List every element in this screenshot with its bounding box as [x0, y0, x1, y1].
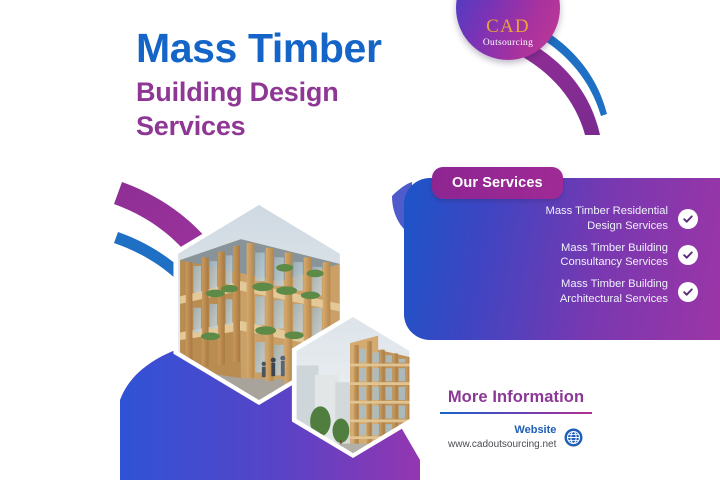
- headline-block: Mass Timber Building Design Services: [136, 26, 466, 143]
- headline-secondary-line2: Services: [136, 111, 246, 142]
- headline-secondary: Building Design Services: [136, 75, 466, 143]
- headline-primary: Mass Timber: [136, 25, 382, 71]
- service-item-label-line2: Design Services: [587, 219, 668, 232]
- contact-url[interactable]: www.cadoutsourcing.net: [448, 438, 557, 450]
- service-item-label-line1: Mass Timber Building: [561, 241, 668, 254]
- service-item-label: Mass Timber Building Architectural Servi…: [560, 277, 668, 307]
- contact-text: Website www.cadoutsourcing.net: [448, 424, 556, 451]
- service-item-label-line2: Architectural Services: [559, 292, 668, 305]
- service-item[interactable]: Mass Timber Building Consultancy Service…: [404, 241, 720, 271]
- service-item-label: Mass Timber Building Consultancy Service…: [560, 241, 668, 271]
- check-circle-icon: [678, 281, 698, 302]
- globe-icon[interactable]: [564, 428, 583, 447]
- service-item-label-line2: Consultancy Services: [560, 256, 668, 269]
- service-item[interactable]: Mass Timber Building Architectural Servi…: [404, 277, 720, 307]
- service-item[interactable]: Mass Timber Residential Design Services: [404, 204, 720, 234]
- contact-label: Website: [514, 424, 557, 436]
- brand-tagline: Outsourcing: [482, 38, 534, 48]
- service-item-label: Mass Timber Residential Design Services: [546, 204, 668, 234]
- hexagon-image-secondary: [288, 312, 418, 458]
- services-badge: Our Services: [432, 167, 563, 199]
- more-information-title: More Information: [447, 388, 585, 406]
- services-panel: Mass Timber Residential Design Services …: [404, 178, 720, 340]
- check-circle-icon: [678, 208, 698, 229]
- more-information-block: More Information: [440, 388, 592, 414]
- brand-name: CAD: [486, 16, 530, 38]
- contact-row[interactable]: Website www.cadoutsourcing.net: [448, 424, 583, 451]
- headline-secondary-line1: Building Design: [136, 77, 339, 108]
- service-item-label-line1: Mass Timber Residential: [545, 205, 668, 217]
- check-circle-icon: [678, 245, 698, 266]
- more-information-divider: [440, 412, 592, 414]
- swoosh-blue-left: [114, 232, 212, 312]
- service-item-label-line1: Mass Timber Building: [561, 278, 668, 291]
